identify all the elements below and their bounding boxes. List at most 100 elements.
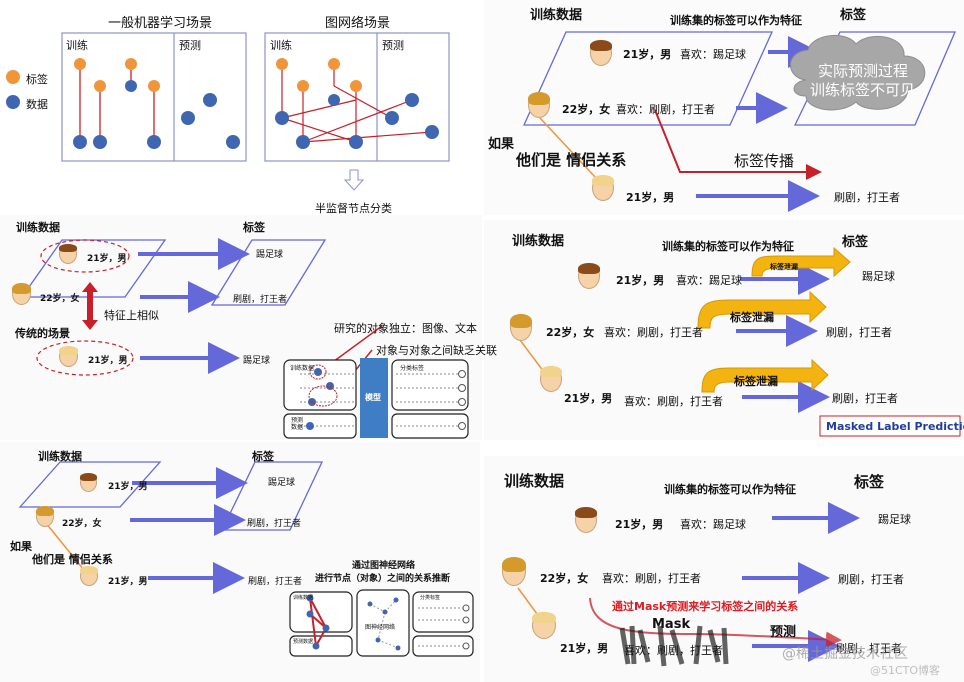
p5-person3-label: 刷剧，打王者 (832, 392, 898, 405)
legend-label-dot (6, 70, 20, 84)
p3-person1-info: 21岁，男 (108, 482, 148, 492)
p6-person1-info: 21岁，男 (615, 518, 664, 531)
p4-feature-note: 训练集的标签可以作为特征 (670, 14, 802, 27)
p6-person3-hobby: 喜欢：刷剧，打王者 (624, 644, 723, 657)
p2-label-soccer-2: 踢足球 (243, 356, 271, 366)
avatar-boy-8 (540, 366, 562, 392)
p6-label-title: 标签 (854, 473, 885, 491)
mini-train-data: 训练数据 (290, 365, 315, 372)
avatar-girl-1 (12, 283, 31, 305)
p4-person1-info: 21岁，男 (623, 48, 672, 61)
mask-label: Mask (652, 617, 691, 632)
avatar-girl-3 (528, 92, 550, 118)
leak-arrow-2 (697, 290, 827, 329)
legend-data-text: 数据 (26, 98, 48, 111)
avatar-girl-4 (510, 314, 532, 341)
p2-person3-info: 21岁，男 (88, 356, 128, 366)
p5-person1-label: 踢足球 (862, 270, 895, 283)
p3-label-title: 标签 (252, 450, 274, 463)
panel-label-leak (484, 220, 964, 440)
traditional-scene-title: 传统的场景 (15, 327, 70, 340)
p4-person2-info: 22岁，女 (562, 103, 611, 116)
graph-box (264, 32, 450, 162)
p6-train-data-title: 训练数据 (504, 472, 565, 490)
p5-person2-info: 22岁，女 (546, 326, 595, 339)
gnn-note-1: 通过图神经网络 (352, 561, 416, 571)
p6-person2-label: 刷剧，打王者 (838, 573, 904, 586)
leak-arrow-1 (751, 246, 851, 278)
p2-label-title: 标签 (243, 221, 265, 234)
mini-train-data-2: 训练数据 (293, 595, 314, 601)
p5-person2-hobby: 喜欢：刷剧，打王者 (604, 326, 703, 339)
p5-train-data-title: 训练数据 (512, 234, 565, 249)
gnn-note-2: 进行节点（对象）之间的关系推断 (315, 574, 451, 584)
avatar-boy-3 (80, 473, 97, 492)
avatar-girl-2 (36, 506, 54, 527)
p4-couple-text: 他们是 情侣关系 (516, 151, 627, 169)
similar-arrow-icon (82, 282, 98, 330)
down-arrow-icon (343, 169, 365, 191)
p5-person1-info: 21岁，男 (616, 274, 665, 287)
leak-text-1: 标签泄漏 (770, 263, 798, 271)
ml-box (61, 32, 247, 162)
feature-similar-text: 特征上相似 (104, 309, 159, 322)
leak-arrow-3 (701, 358, 829, 393)
p6-person1-label: 踢足球 (878, 513, 911, 526)
p5-label-title: 标签 (842, 235, 869, 250)
mini-model-label: 模型 (365, 393, 381, 402)
p2-train-data-title: 训练数据 (16, 221, 60, 234)
mask-relation-note: 通过Mask预测来学习标签之间的关系 (612, 600, 799, 613)
p3-train-parallelogram (18, 461, 162, 508)
leak-text-2: 标签泄漏 (730, 311, 774, 324)
p4-person3-label: 刷剧，打王者 (834, 191, 900, 204)
scribble-mark (619, 625, 729, 667)
label-propagation-text: 标签传播 (734, 152, 795, 170)
p3-couple-text: 他们是 情侣关系 (32, 553, 113, 566)
p6-feature-note: 训练集的标签可以作为特征 (664, 483, 796, 496)
mini-class-label: 分类标签 (400, 365, 425, 372)
p6-person1-hobby: 喜欢：踢足球 (680, 518, 746, 531)
p2-label-soccer: 踢足球 (256, 250, 284, 260)
graph-predict-label: 预测 (382, 39, 404, 52)
mini-class-label-2: 分类标签 (420, 595, 441, 601)
p3-mini-gnn (289, 589, 474, 657)
legend-data-dot (6, 95, 20, 109)
p5-person3-hobby: 喜欢：刷剧，打王者 (624, 395, 723, 408)
graph-train-label: 训练 (270, 39, 292, 52)
masked-label-badge: Masked Label Prediction (826, 420, 964, 433)
p4-person2-hobby: 喜欢：刷剧，打王者 (616, 103, 715, 116)
graph-title: 图网络场景 (325, 16, 391, 31)
watermark-51cto: @51CTO博客 (870, 664, 941, 677)
p5-person3-info: 21岁，男 (564, 392, 613, 405)
avatar-boy-7 (578, 263, 600, 289)
leak-text-3: 标签泄漏 (734, 375, 778, 388)
p5-feature-note: 训练集的标签可以作为特征 (662, 240, 794, 253)
mini-pred-data-2: 预测数据 (293, 639, 314, 645)
ml-title: 一般机器学习场景 (108, 16, 213, 31)
ml-predict-label: 预测 (179, 39, 201, 52)
p4-train-data-title: 训练数据 (530, 8, 583, 23)
legend-label-text: 标签 (26, 73, 48, 86)
p4-person3-info: 21岁，男 (626, 191, 675, 204)
cloud-shape (790, 34, 926, 111)
avatar-boy-10 (532, 612, 556, 639)
p4-person1-hobby: 喜欢：踢足球 (680, 48, 746, 61)
p5-person2-label: 刷剧，打王者 (826, 326, 892, 339)
avatar-boy-6 (592, 175, 614, 201)
p2-person2-info: 22岁，女 (40, 294, 80, 304)
p4-if-text: 如果 (488, 137, 515, 152)
p6-person3-label: 刷剧，打王者 (836, 642, 902, 655)
p3-train-data-title: 训练数据 (38, 450, 82, 463)
independent-objects-note: 研究的对象独立：图像、文本 (334, 322, 477, 335)
semi-supervised-caption: 半监督节点分类 (315, 202, 392, 215)
mini-gnn-label: 图神经网络 (365, 624, 396, 631)
p3-label-tv-2: 刷剧，打王者 (248, 577, 303, 587)
avatar-girl-5 (502, 557, 526, 586)
avatar-boy-4 (80, 566, 98, 586)
masked-label-badge-box (819, 415, 961, 437)
cloud-text-2: 训练标签不可见 (810, 81, 916, 99)
p3-label-soccer: 踢足球 (268, 478, 296, 488)
predict-label: 预测 (770, 625, 797, 640)
avatar-boy-5 (590, 40, 612, 66)
